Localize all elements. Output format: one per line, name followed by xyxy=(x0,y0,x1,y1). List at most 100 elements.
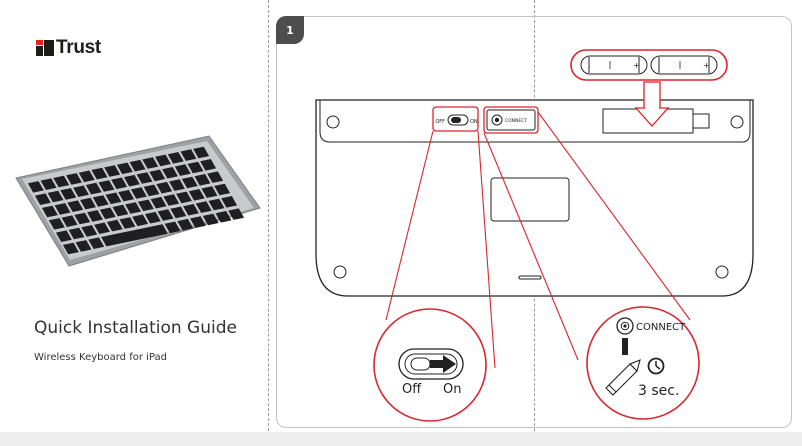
keyboard-key xyxy=(67,200,84,212)
zoom-off-label: Off xyxy=(402,382,422,397)
keyboard-key xyxy=(215,211,232,223)
keyboard-key xyxy=(88,237,105,249)
keyboard-key xyxy=(75,240,92,252)
keyboard-key xyxy=(87,210,103,222)
keyboard-key xyxy=(85,182,102,195)
keyboard-key xyxy=(61,215,78,227)
keyboard-key xyxy=(136,172,153,184)
keyboard-key xyxy=(195,201,212,213)
power-switch[interactable]: OFF ON xyxy=(435,114,478,126)
keyboard-key xyxy=(150,196,167,209)
keyboard-key xyxy=(54,203,71,215)
keyboard-key xyxy=(163,194,180,206)
keyboard-key xyxy=(106,219,123,232)
keyboard-photo xyxy=(15,135,261,267)
keyboard-key xyxy=(66,173,82,185)
keyboard-key xyxy=(167,152,184,164)
keyboard-key xyxy=(53,175,70,188)
keyboard-key xyxy=(170,206,187,219)
keyboard-key xyxy=(174,164,191,176)
keyboard-key xyxy=(137,199,154,212)
callout-lines xyxy=(385,106,691,369)
keyboard-key xyxy=(91,167,108,180)
switch-off-label: OFF xyxy=(435,119,445,125)
connect-label: CONNECT xyxy=(505,118,527,124)
keyboard-key xyxy=(156,181,173,194)
keyboard-key xyxy=(190,216,206,228)
svg-text:+: + xyxy=(633,61,640,70)
keyboard-key xyxy=(116,162,133,175)
keyboard-key xyxy=(101,224,168,247)
keyboard-key xyxy=(47,190,64,203)
keyboard-key xyxy=(62,242,79,255)
keyboard-key xyxy=(118,189,135,202)
keyboard-key xyxy=(48,218,65,230)
zoom-connect: CONNECT 3 sec. xyxy=(586,306,700,420)
keyboard-key xyxy=(157,209,174,221)
power-switch-icon xyxy=(430,355,456,373)
zoom-on-label: On xyxy=(443,382,461,397)
page-bottom-strip xyxy=(0,432,802,446)
keyboard-key xyxy=(68,227,85,240)
keyboard-underside xyxy=(315,99,754,297)
keyboard-key xyxy=(207,171,224,183)
keyboard-key xyxy=(119,217,136,229)
step-panel xyxy=(276,16,792,428)
keyboard-key xyxy=(112,204,129,217)
keyboard-key xyxy=(214,183,231,196)
keyboard-key xyxy=(92,195,109,207)
clock-icon xyxy=(647,357,665,375)
keyboard-key xyxy=(125,202,142,214)
fold-line-left xyxy=(268,0,269,446)
keyboard-key xyxy=(208,198,225,211)
pencil-icon xyxy=(605,359,641,396)
keyboard-key xyxy=(73,185,89,197)
keyboard-key xyxy=(105,192,122,205)
keyboard-key xyxy=(183,204,199,216)
keyboard-key xyxy=(181,176,198,189)
keyboard-key xyxy=(78,170,95,183)
keyboard-key xyxy=(176,191,192,204)
keyboard-key xyxy=(149,169,166,182)
battery-callout: + + xyxy=(570,49,728,127)
keyboard-key xyxy=(155,154,171,167)
keyboard-key xyxy=(81,225,98,237)
keyboard-key xyxy=(202,213,219,226)
keyboard-key xyxy=(180,149,197,161)
guide-title: Quick Installation Guide xyxy=(34,318,237,338)
switch-on-label: ON xyxy=(470,119,478,125)
connect-button[interactable]: CONNECT xyxy=(486,109,536,131)
arrow-down-icon xyxy=(634,81,670,127)
step-number-badge: 1 xyxy=(276,16,304,44)
keyboard-key xyxy=(228,208,245,220)
keyboard-key xyxy=(98,180,115,192)
keyboard-key xyxy=(129,159,146,172)
keyboard-key xyxy=(143,184,160,197)
keyboard-key xyxy=(169,179,185,191)
keyboard-key xyxy=(27,181,44,193)
keyboard-key xyxy=(130,187,147,199)
keyboard-key xyxy=(132,214,149,227)
keyboard-key xyxy=(40,178,57,190)
keyboard-key xyxy=(221,196,238,208)
keyboard-key xyxy=(201,186,218,198)
keyboard-key xyxy=(41,205,58,218)
connect-button-icon xyxy=(616,317,634,335)
keyboard-key xyxy=(80,197,96,210)
zoom-power-switch: Off On xyxy=(373,308,487,422)
keyboard-key xyxy=(200,159,217,171)
keyboard-key xyxy=(193,146,210,159)
keyboard-key xyxy=(187,161,204,174)
zoom-connect-label: CONNECT xyxy=(636,322,686,333)
keyboard-key xyxy=(123,174,140,187)
trust-logo: Trust xyxy=(36,37,101,59)
keyboard-key xyxy=(162,167,178,179)
keyboard-key xyxy=(60,188,77,200)
keyboard-key xyxy=(55,230,72,242)
keyboard-key xyxy=(34,193,51,205)
battery-icon: + xyxy=(580,55,648,75)
brand-name: Trust xyxy=(56,37,101,58)
keyboard-key xyxy=(142,157,159,169)
battery-icon: + xyxy=(650,55,718,75)
